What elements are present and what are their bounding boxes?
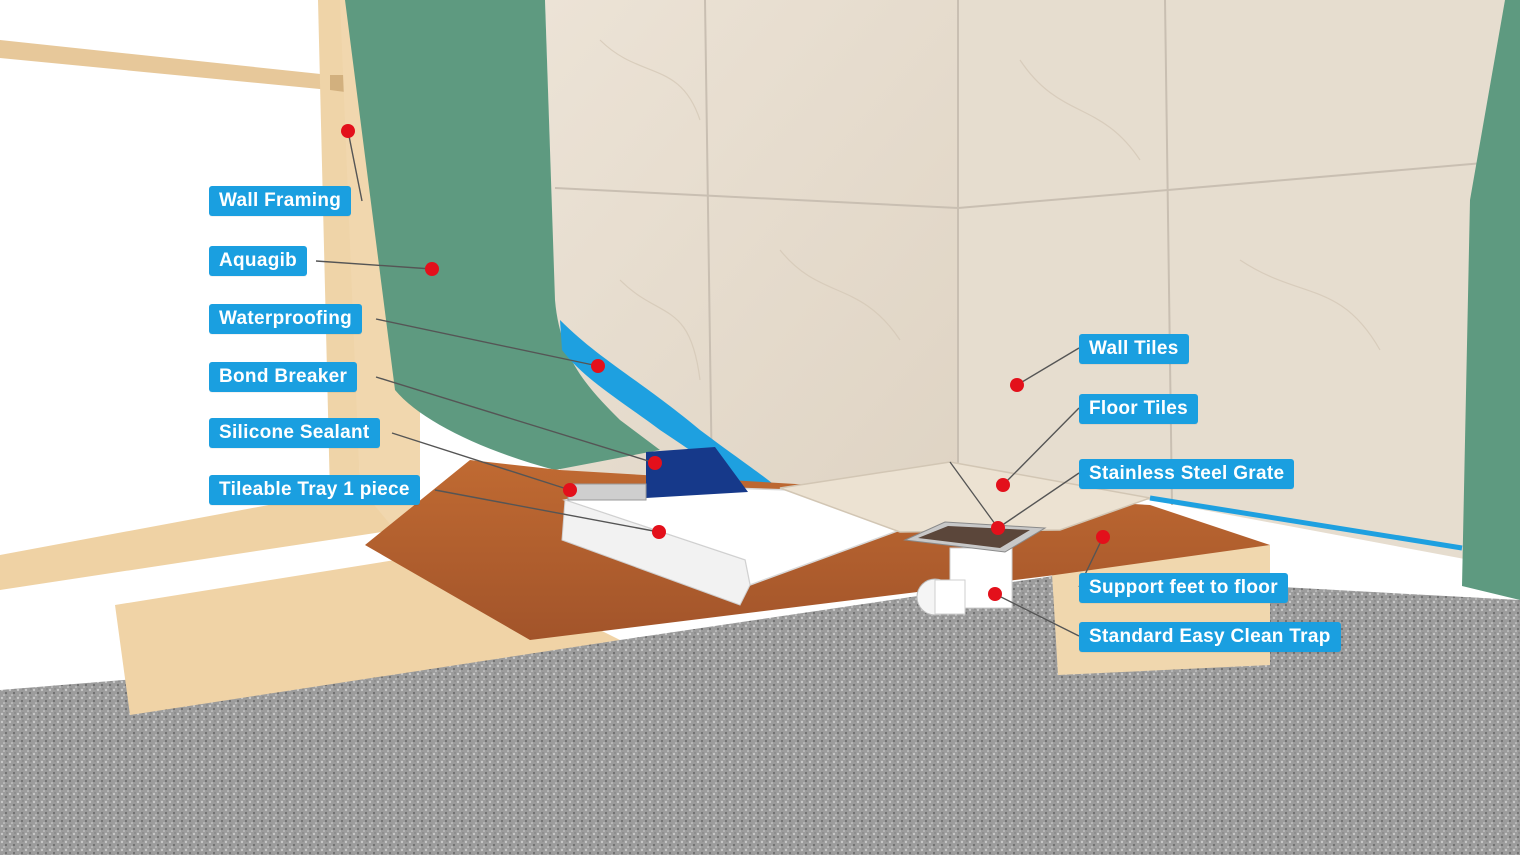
aquagib-left-wall	[345, 0, 660, 470]
waterproofing-right-line	[1149, 495, 1463, 551]
label-waterproofing: Waterproofing	[209, 304, 363, 334]
marker-waterproofing	[591, 359, 605, 373]
silicone-sealant-strip	[567, 483, 647, 501]
marker-silicone-sealant	[563, 483, 577, 497]
marker-aquagib	[425, 262, 439, 276]
label-support-feet: Support feet to floor	[1079, 573, 1288, 603]
marker-easy-clean-trap	[988, 587, 1002, 601]
bond-breaker-block	[646, 447, 748, 498]
label-stainless-steel-grate: Stainless Steel Grate	[1079, 459, 1295, 489]
label-easy-clean-trap: Standard Easy Clean Trap	[1079, 622, 1341, 652]
marker-wall-framing	[341, 124, 355, 138]
marker-support-feet	[1096, 530, 1110, 544]
marker-wall-tiles	[1010, 378, 1024, 392]
label-wall-framing: Wall Framing	[209, 186, 352, 216]
aquagib-right-edge	[1462, 0, 1520, 600]
label-tileable-tray: Tileable Tray 1 piece	[209, 475, 420, 505]
easy-clean-trap	[916, 547, 1013, 616]
label-bond-breaker: Bond Breaker	[209, 362, 358, 392]
label-wall-tiles: Wall Tiles	[1079, 334, 1189, 364]
marker-stainless-steel-grate	[991, 521, 1005, 535]
marker-bond-breaker	[648, 456, 662, 470]
label-floor-tiles: Floor Tiles	[1079, 394, 1199, 424]
marker-dots	[341, 124, 1110, 601]
label-aquagib: Aquagib	[209, 246, 308, 276]
waterproofing-membrane	[560, 320, 780, 492]
floor-tile	[779, 461, 1153, 533]
marker-floor-tiles	[996, 478, 1010, 492]
marker-tileable-tray	[652, 525, 666, 539]
label-silicone-sealant: Silicone Sealant	[209, 418, 380, 448]
leader-lines	[315, 130, 1104, 637]
